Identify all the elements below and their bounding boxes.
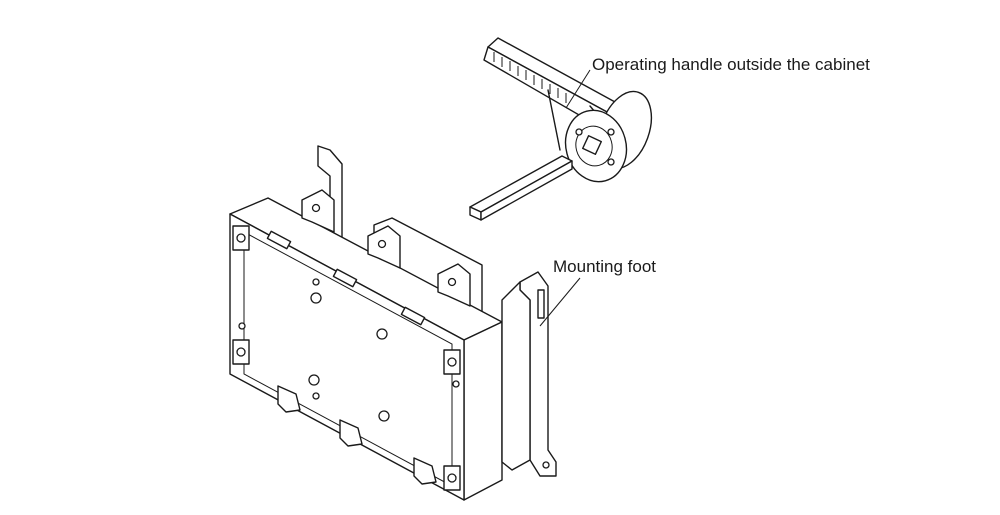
face-pin-3: [312, 392, 320, 400]
shaft-top: [469, 155, 573, 213]
terminal-hole-2: [377, 239, 387, 249]
foot-leader-line: [539, 277, 581, 327]
handle-leader-line: [565, 69, 591, 109]
switch-body: [229, 189, 503, 501]
corner-hole-bottom-left: [236, 347, 246, 357]
shaft-side: [480, 160, 573, 221]
face-hole-4: [378, 410, 390, 422]
handle-grip-ribs: [493, 52, 567, 103]
front-slot-2: [332, 268, 358, 288]
corner-hole-top-left: [236, 233, 246, 243]
right-foot-slot: [537, 289, 545, 319]
terminal-hole-1: [311, 203, 321, 213]
handle-hub-ring: [575, 125, 613, 167]
body-right-face: [463, 321, 503, 501]
right-mounting-foot: [501, 271, 557, 477]
body-front-face: [229, 213, 465, 501]
drive-shaft: [469, 155, 573, 221]
right-foot-hole: [542, 461, 550, 469]
operating-handle: [483, 37, 653, 183]
handle-label: Operating handle outside the cabinet: [592, 55, 870, 74]
face-pin-2: [238, 322, 246, 330]
handle-screw-2: [607, 158, 615, 166]
right-foot-side: [501, 281, 531, 471]
front-slot-1: [266, 230, 292, 250]
face-pin-1: [312, 278, 320, 286]
corner-hole-top-right: [447, 357, 457, 367]
handle-square-socket: [581, 134, 603, 156]
handle-screw-3: [607, 128, 615, 136]
face-hole-2: [376, 328, 388, 340]
front-slot-3: [400, 306, 426, 326]
terminal-hole-3: [447, 277, 457, 287]
bottom-terminal-2: [339, 419, 363, 447]
mounting-foot-label: Mounting foot: [553, 257, 657, 276]
corner-hole-bottom-right: [447, 473, 457, 483]
face-hole-1: [310, 292, 322, 304]
handle-grip-top: [487, 37, 627, 119]
face-pin-4: [452, 380, 460, 388]
handle-screw-1: [575, 128, 583, 136]
face-hole-3: [308, 374, 320, 386]
bottom-terminal-3: [413, 457, 437, 485]
bottom-terminal-1: [277, 385, 301, 413]
